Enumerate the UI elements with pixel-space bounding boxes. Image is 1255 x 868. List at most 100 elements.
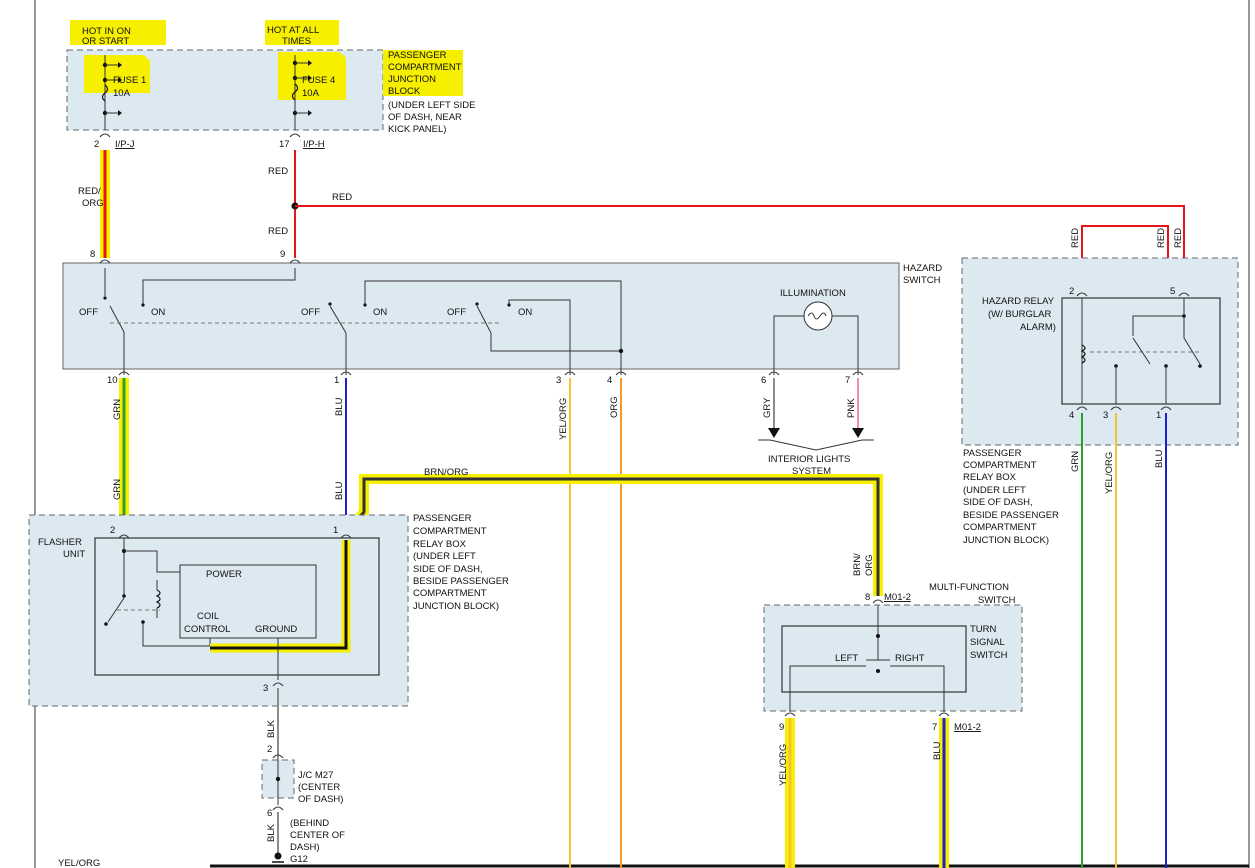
- hazard-switch: 8 9 HAZARD SWITCH OFF ON OFF ON OFF ON: [62, 249, 942, 386]
- fl-ground: GROUND: [255, 624, 297, 635]
- wire-pnk: PNK: [846, 398, 857, 418]
- mfs-pin-9: 9: [779, 722, 784, 733]
- wire-grn-2: GRN: [112, 479, 123, 500]
- hs-off-3: OFF: [447, 307, 466, 318]
- interior-b: SYSTEM: [792, 466, 831, 477]
- fl-desc-3: (UNDER LEFT: [413, 551, 476, 562]
- wire-yel-org-3: YEL/ORG: [1104, 452, 1115, 494]
- hs-title-b: SWITCH: [903, 275, 941, 286]
- mfs-left: LEFT: [835, 653, 858, 664]
- gnd-desc-2: DASH): [290, 842, 320, 853]
- hr-title-b: (W/ BURGLAR: [988, 309, 1051, 320]
- hs-on-1: ON: [151, 307, 165, 318]
- fl-title-b: UNIT: [63, 549, 85, 560]
- wire-blu-3: BLU: [932, 741, 943, 760]
- hs-pin-1: 1: [334, 375, 339, 386]
- fuse-1-rating: 10A: [113, 88, 131, 99]
- jb-desc-0: PASSENGER: [388, 50, 447, 61]
- fl-title-a: FLASHER: [38, 537, 82, 548]
- wire-red-3: RED: [268, 226, 288, 237]
- gnd-desc-1: CENTER OF: [290, 830, 345, 841]
- hr-desc-2: RELAY BOX: [963, 472, 1017, 483]
- mfs-pin-8: 8: [865, 592, 870, 603]
- wire-grn-1: GRN: [112, 399, 123, 420]
- junction-block: HOT IN ON OR START HOT AT ALL TIMES FUSE…: [66, 20, 475, 150]
- mfs-conn: M01-2: [884, 592, 911, 603]
- svg-text:HOT AT ALL: HOT AT ALL: [267, 25, 319, 36]
- hot-label-2b: TIMES: [282, 36, 311, 47]
- jb-desc-4: (UNDER LEFT SIDE: [388, 100, 475, 111]
- jc-pin-2: 2: [267, 744, 272, 755]
- hr-desc-7: JUNCTION BLOCK): [963, 535, 1049, 546]
- wire-grn-3: GRN: [1070, 451, 1081, 472]
- multi-function-switch: 8 M01-2 MULTI-FUNCTION SWITCH TURN SIGNA…: [763, 582, 1023, 868]
- jb-desc-6: KICK PANEL): [388, 124, 446, 135]
- jc-desc-1: (CENTER: [298, 782, 340, 793]
- mfs-right: RIGHT: [895, 653, 925, 664]
- fl-pin-3: 3: [263, 683, 268, 694]
- hs-off-1: OFF: [79, 307, 98, 318]
- hr-pin-1: 1: [1156, 410, 1161, 421]
- wire-yel-org-2: YEL/ORG: [778, 744, 789, 786]
- svg-text:OR START: OR START: [82, 36, 129, 47]
- jc-desc-2: OF DASH): [298, 794, 343, 805]
- hot-label-1b: OR START: [82, 36, 129, 47]
- fuse-1-label: FUSE 1: [113, 75, 146, 86]
- fl-desc-1: COMPARTMENT: [413, 526, 487, 537]
- wire-blk-1: BLK: [266, 719, 277, 738]
- hazard-relay: 2 5 HAZARD RELAY (W/ BURGLAR ALARM) 4 3 …: [961, 257, 1239, 868]
- jb-desc-5: OF DASH, NEAR: [388, 112, 462, 123]
- wire-org: ORG: [609, 396, 620, 418]
- hr-pin-2: 2: [1069, 286, 1074, 297]
- fuse-4-label: FUSE 4: [302, 75, 335, 86]
- junction-connector: BLK 2 J/C M27 (CENTER OF DASH) 6 BLK (BE…: [58, 688, 345, 868]
- hr-desc-5: BESIDE PASSENGER: [963, 510, 1059, 521]
- wire-red-6: RED: [1173, 228, 1184, 248]
- mfs-pin-7: 7: [932, 722, 937, 733]
- wire-red-org-b: ORG: [82, 198, 104, 209]
- hr-desc-3: (UNDER LEFT: [963, 485, 1026, 496]
- fl-power: POWER: [206, 569, 242, 580]
- mfs-conn-2: M01-2: [954, 722, 981, 733]
- hr-desc-0: PASSENGER: [963, 448, 1022, 459]
- svg-text:HOT IN ON: HOT IN ON: [82, 26, 131, 37]
- wire-brn-org-vb: ORG: [864, 554, 875, 576]
- wire-yel-org-1: YEL/ORG: [558, 398, 569, 440]
- wire-red-1: RED: [268, 166, 288, 177]
- mfs-turn-b: SIGNAL: [970, 637, 1005, 648]
- wire-yel-org-cut: YEL/ORG: [58, 858, 100, 868]
- interior-lights: GRY PNK INTERIOR LIGHTS SYSTEM: [758, 378, 874, 477]
- hr-desc-4: SIDE OF DASH,: [963, 497, 1033, 508]
- hot-label-1a: HOT IN ON: [82, 26, 131, 37]
- hs-pin-8: 8: [90, 249, 95, 260]
- fl-desc-4: SIDE OF DASH,: [413, 564, 483, 575]
- ground-g12: G12: [290, 854, 308, 865]
- fl-desc-7: JUNCTION BLOCK): [413, 601, 499, 612]
- fl-desc-6: COMPARTMENT: [413, 588, 487, 599]
- wire-blu-2: BLU: [334, 481, 345, 500]
- wire-gry: GRY: [762, 397, 773, 418]
- jb-desc-2: JUNCTION: [388, 74, 436, 85]
- wire-brn-org: BRN/ORG: [424, 467, 468, 478]
- conn-ip-h: I/P-H: [303, 139, 325, 150]
- hs-on-3: ON: [518, 307, 532, 318]
- fl-pin-1: 1: [333, 525, 338, 536]
- fl-desc-2: RELAY BOX: [413, 539, 467, 550]
- mfs-turn-c: SWITCH: [970, 650, 1008, 661]
- wire-blk-2: BLK: [266, 823, 277, 842]
- mfs-title-b: SWITCH: [978, 595, 1016, 606]
- hs-pin-4: 4: [607, 375, 612, 386]
- fl-coil-b: CONTROL: [184, 624, 230, 635]
- hr-title-c: ALARM): [1020, 322, 1056, 333]
- flasher-unit: 2 1 FLASHER UNIT PASSENGER COMPARTMENT R…: [28, 513, 509, 707]
- jb-desc-1: COMPARTMENT: [388, 62, 462, 73]
- pin-17: 17: [279, 139, 290, 150]
- mfs-turn-a: TURN: [970, 624, 997, 635]
- fuse-4-rating: 10A: [302, 88, 320, 99]
- jb-desc-3: BLOCK: [388, 86, 421, 97]
- jc-desc-0: J/C M27: [298, 770, 333, 781]
- hr-pin-3: 3: [1103, 410, 1108, 421]
- conn-ip-j: I/P-J: [115, 139, 135, 150]
- wire-red-2: RED: [332, 192, 352, 203]
- wire-blu-4: BLU: [1154, 449, 1165, 468]
